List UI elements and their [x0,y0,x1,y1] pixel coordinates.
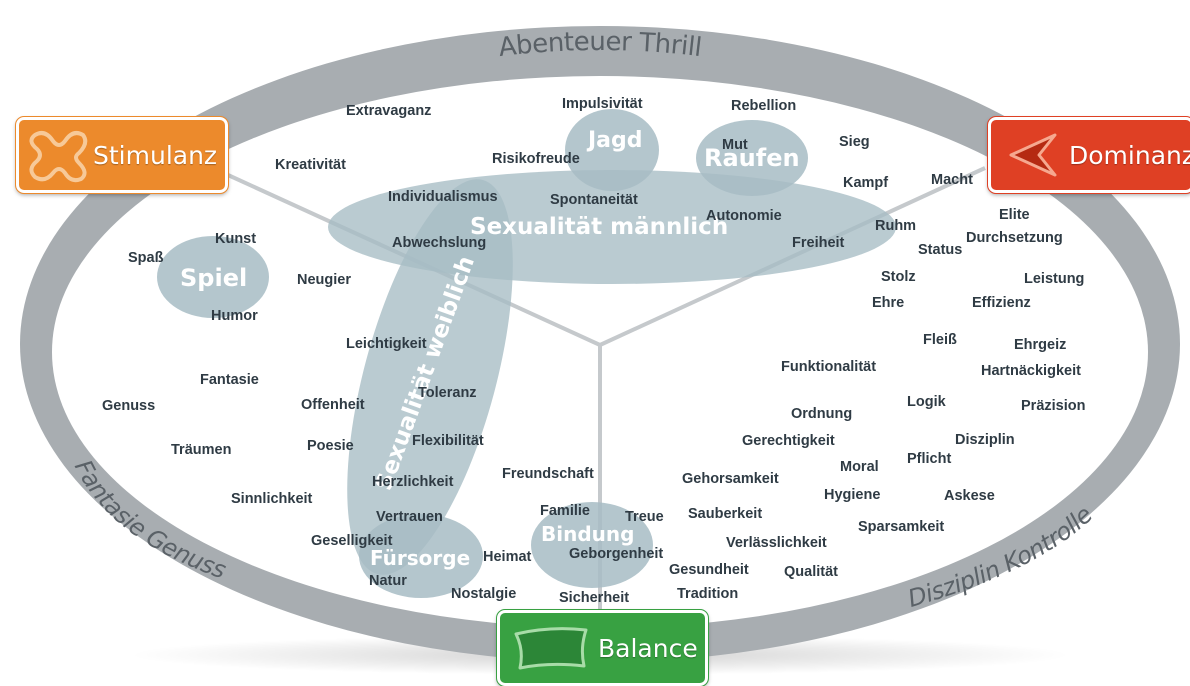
value-sieg: Sieg [839,134,870,150]
value-impulsivitaet: Impulsivität [562,96,643,112]
blob-bindung [531,502,653,588]
value-geborgenheit: Geborgenheit [569,546,664,562]
value-ordnung: Ordnung [791,406,853,422]
value-hartnaeckigkeit: Hartnäckigkeit [981,363,1081,379]
value-gehorsamkeit: Gehorsamkeit [682,471,779,487]
dominanz-label: Dominanz [1069,140,1190,170]
value-leichtigkeit: Leichtigkeit [346,336,427,352]
value-treue: Treue [625,509,664,525]
value-neugier: Neugier [297,272,351,288]
cluster-label-bindung: Bindung [541,522,635,546]
value-nostalgie: Nostalgie [451,586,517,602]
value-poesie: Poesie [307,438,354,454]
cluster-label-raufen: Raufen [704,144,800,172]
value-individualismus: Individualismus [388,189,498,205]
value-ehre: Ehre [872,295,905,311]
value-logik: Logik [907,394,946,410]
blob-fuersorge [359,514,483,598]
value-rebellion: Rebellion [731,98,797,114]
value-flexibilitaet: Flexibilität [412,433,484,449]
value-ehrgeiz: Ehrgeiz [1014,337,1067,353]
value-genuss: Genuss [102,398,156,414]
value-askese: Askese [944,488,995,504]
value-mut: Mut [722,137,748,153]
value-spass: Spaß [128,250,164,266]
value-kreativitaet: Kreativität [275,157,346,173]
value-stolz: Stolz [881,269,916,285]
value-pflicht: Pflicht [907,451,952,467]
value-verlaesslichkeit: Verlässlichkeit [726,535,827,551]
value-macht: Macht [931,172,973,188]
svg-text:Disziplin Kontrolle: Disziplin Kontrolle [905,501,1098,613]
value-durchsetzung: Durchsetzung [966,230,1063,246]
value-sinnlichkeit: Sinnlichkeit [231,491,313,507]
dominanz-box: Dominanz [987,116,1190,194]
value-geselligkeit: Geselligkeit [311,533,393,549]
stimulanz-box: Stimulanz [15,116,229,194]
blob-jagd [565,109,659,191]
balance-box: Balance [496,609,709,686]
svg-text:Fantasie Genuss: Fantasie Genuss [69,455,229,584]
value-qualitaet: Qualität [784,564,838,580]
ring-label-top: Abenteuer Thrill [0,0,1190,120]
value-gesundheit: Gesundheit [669,562,749,578]
stimulanz-label: Stimulanz [93,140,218,170]
value-moral: Moral [840,459,879,475]
value-familie: Familie [540,503,590,519]
cluster-label-spiel: Spiel [180,264,248,292]
value-offenheit: Offenheit [301,397,365,413]
value-ruhm: Ruhm [875,218,917,234]
value-toleranz: Toleranz [418,385,477,401]
value-freiheit: Freiheit [792,235,845,251]
value-hygiene: Hygiene [824,487,881,503]
value-spontaneitaet: Spontaneität [550,192,638,208]
value-autonomie: Autonomie [706,208,782,224]
balance-label: Balance [598,633,698,663]
cushion-icon [514,627,588,670]
ring-right-text: Disziplin Kontrolle [905,501,1098,613]
blob-sexualitaet-weiblich [347,179,513,575]
triangle-arrow-icon [1009,133,1057,177]
value-risikofreude: Risikofreude [492,151,580,167]
ring-left-text: Fantasie Genuss [69,455,229,584]
puzzle-x-icon [29,131,88,183]
value-humor: Humor [211,308,258,324]
value-traeumen: Träumen [171,442,232,458]
blob-raufen [696,120,808,196]
value-praezision: Präzision [1021,398,1086,414]
value-herzlichkeit: Herzlichkeit [372,474,454,490]
value-leistung: Leistung [1024,271,1085,287]
value-extravaganz: Extravaganz [346,103,432,119]
value-fantasie: Fantasie [200,372,259,388]
cluster-label-jagd: Jagd [588,128,643,153]
value-sparsamkeit: Sparsamkeit [858,519,945,535]
value-freundschaft: Freundschaft [502,466,594,482]
value-status: Status [918,242,963,258]
value-disziplin: Disziplin [955,432,1015,448]
value-abwechslung: Abwechslung [392,235,487,251]
value-tradition: Tradition [677,586,739,602]
blob-spiel [157,236,269,318]
value-effizienz: Effizienz [972,295,1031,311]
cluster-label-sexualitaet-maennlich: Sexualität männlich [470,214,729,240]
value-kampf: Kampf [843,175,889,191]
value-heimat: Heimat [483,549,532,565]
value-kunst: Kunst [215,231,257,247]
value-elite: Elite [999,207,1030,223]
value-gerechtigkeit: Gerechtigkeit [742,433,835,449]
value-natur: Natur [369,573,407,589]
value-vertrauen: Vertrauen [376,509,443,525]
value-funktionalitaet: Funktionalität [781,359,877,375]
value-fleiss: Fleiß [923,332,957,348]
value-sauberkeit: Sauberkeit [688,506,763,522]
cluster-label-fuersorge: Fürsorge [370,546,471,570]
value-sicherheit: Sicherheit [559,590,630,606]
